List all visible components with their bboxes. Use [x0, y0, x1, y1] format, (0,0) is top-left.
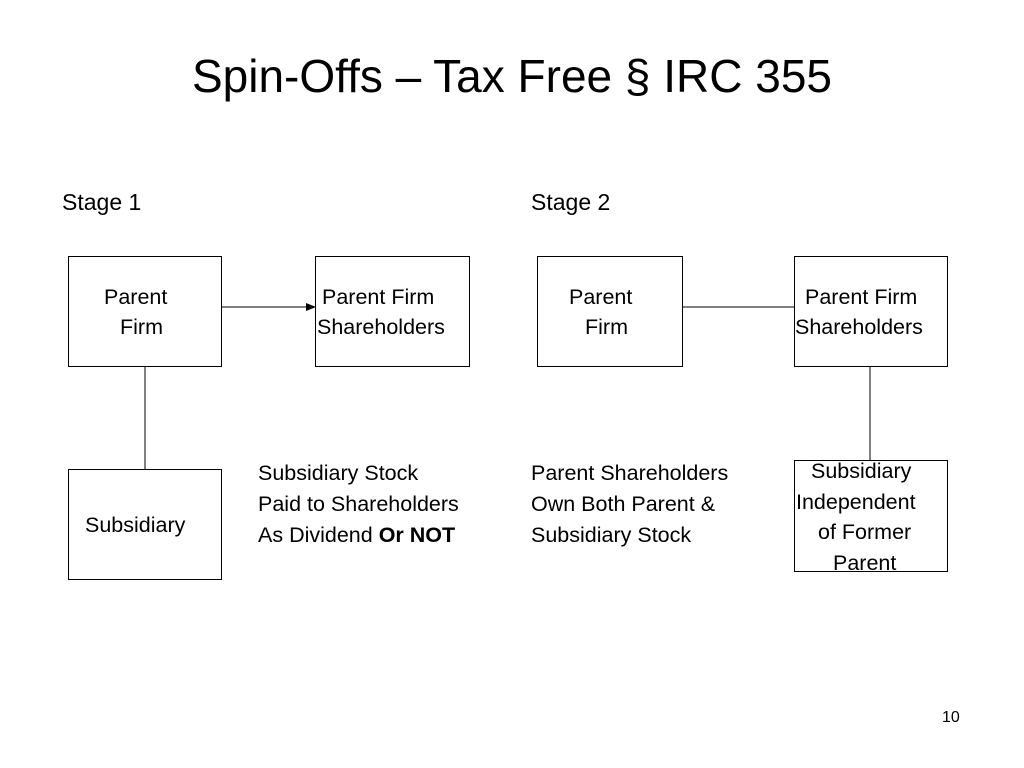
stage1-shareholders-text: Parent Firm Shareholders — [317, 285, 445, 339]
stage1-note: Subsidiary Stock Paid to Shareholders As… — [258, 461, 459, 547]
stage1-label: Stage 1 — [62, 189, 142, 215]
stage2-subsidiary-text: Subsidiary Independent of Former Parent — [796, 459, 916, 575]
stage2-shareholders-text: Parent Firm Shareholders — [795, 285, 923, 339]
stage2-parent-firm-text: Parent Firm — [569, 285, 633, 339]
stage1-subsidiary-text: Subsidiary — [85, 513, 186, 537]
stage2-parent-firm-box — [537, 256, 683, 367]
stage1-subsidiary-box — [68, 469, 222, 580]
or-not-emphasis: Or NOT — [378, 523, 456, 547]
stage1-shareholders-box — [315, 256, 470, 367]
stage1-parent-firm-box — [68, 256, 222, 367]
stage2-subsidiary-box — [794, 460, 948, 572]
slide-title: Spin-Offs – Tax Free § IRC 355 — [191, 50, 833, 102]
stage2-note: Parent Shareholders Own Both Parent & Su… — [531, 461, 729, 547]
page-number: 10 — [942, 709, 960, 726]
stage2-shareholders-box — [794, 256, 948, 367]
stage1-parent-firm-text: Parent Firm — [104, 285, 168, 339]
stage2-label: Stage 2 — [531, 189, 611, 215]
